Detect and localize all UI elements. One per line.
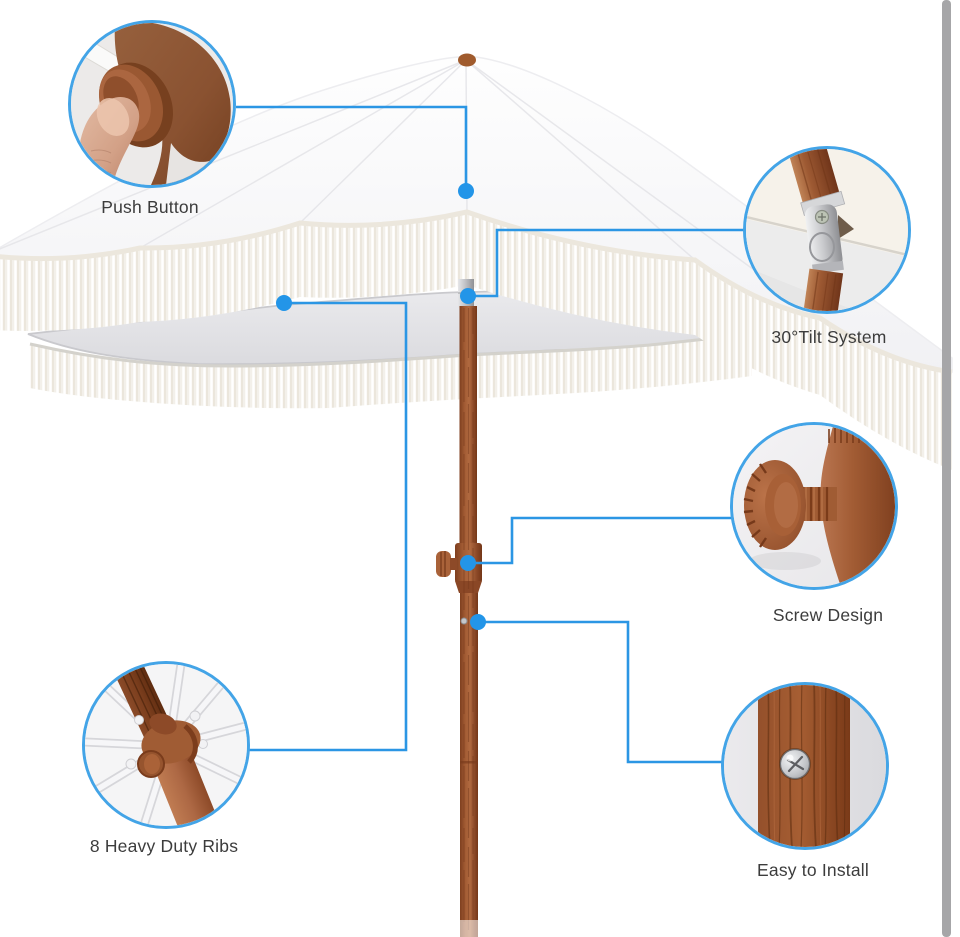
tilt-screw-knob <box>436 551 451 577</box>
fringe-binding <box>0 209 953 375</box>
pole-collar-taper <box>455 581 482 593</box>
callout-push-button <box>68 20 236 188</box>
callout-screw-design <box>730 422 898 590</box>
connector-line-push-button <box>236 105 468 191</box>
connector-dot-easy-install <box>470 614 486 630</box>
pole-upper <box>459 306 477 544</box>
callout-heavy-duty-ribs <box>82 661 250 829</box>
connectors <box>236 105 745 764</box>
easy-install-photo-icon <box>724 685 886 847</box>
push-button-photo-icon <box>71 23 233 185</box>
connector-line-easy-install <box>478 620 723 764</box>
pole-pin <box>460 617 468 625</box>
pole-segment-joint <box>460 761 478 764</box>
canopy-fringe-inner <box>30 334 752 409</box>
label-screw-design: Screw Design <box>772 605 884 625</box>
fringe-inner-binding <box>29 332 753 368</box>
label-heavy-duty-ribs: 8 Heavy Duty Ribs <box>89 836 239 856</box>
connector-dot-push-button <box>458 183 474 199</box>
heavy-duty-ribs-photo-icon <box>85 664 247 826</box>
connector-line-screw-design <box>468 516 733 565</box>
screw-design-photo-icon <box>733 425 895 587</box>
connector-line-tilt-system <box>468 228 745 298</box>
tilt-system-photo-icon <box>746 149 908 311</box>
connector-dot-tilt-system <box>460 288 476 304</box>
umbrella-finial <box>458 53 476 67</box>
label-tilt-system: 30°Tilt System <box>771 327 887 347</box>
connector-dot-heavy-duty-ribs <box>276 295 292 311</box>
canopy-fringe <box>0 212 952 470</box>
connector-dot-screw-design <box>460 555 476 571</box>
label-easy-install: Easy to Install <box>757 860 869 880</box>
callout-tilt-system <box>743 146 911 314</box>
callout-easy-install <box>721 682 889 850</box>
connector-line-heavy-duty-ribs <box>249 301 408 752</box>
label-push-button: Push Button <box>101 197 199 217</box>
pole-lower <box>460 593 478 937</box>
scrollbar[interactable] <box>942 0 951 937</box>
